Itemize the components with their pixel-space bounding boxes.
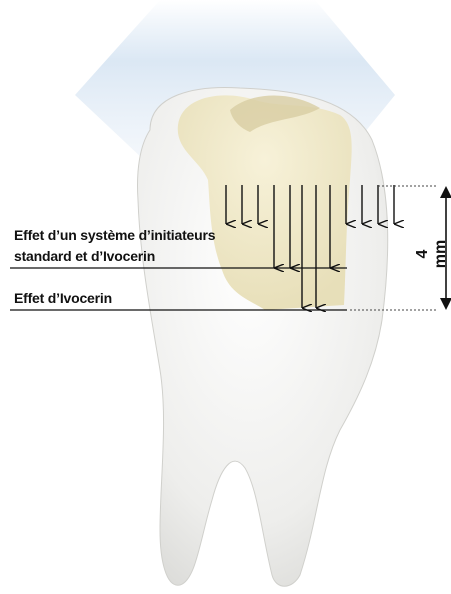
ivocerin-label: Effet d’Ivocerin xyxy=(14,288,112,308)
standard-initiator-label-line2: standard et d’Ivocerin xyxy=(14,246,155,266)
standard-initiator-label-line1: Effet d’un système d’initiateurs xyxy=(14,225,215,245)
depth-measure-label: 4 mm xyxy=(414,234,450,274)
